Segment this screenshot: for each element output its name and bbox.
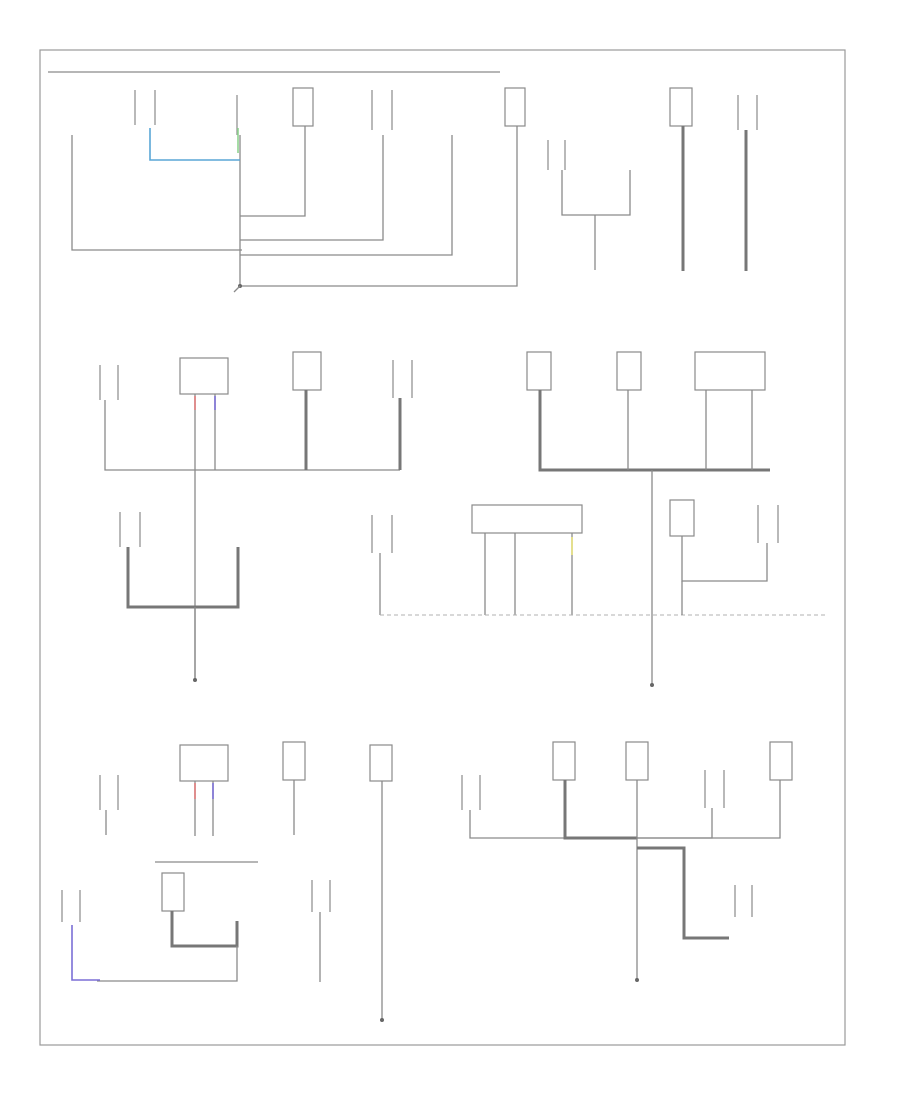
section-row-4-left	[61, 741, 393, 1022]
ground-symbol	[233, 285, 241, 293]
component-box	[369, 744, 393, 782]
ground-wire	[637, 780, 781, 839]
ground-wire-heavy	[538, 390, 770, 472]
wire-blue	[149, 128, 240, 161]
component-box	[504, 87, 526, 127]
ground-wire-heavy	[170, 911, 239, 948]
ground-wire	[104, 400, 400, 471]
component-box	[282, 741, 306, 781]
ground-wire	[71, 135, 242, 251]
component-box	[179, 357, 229, 395]
component-box	[552, 741, 576, 781]
section-row-2	[99, 351, 770, 680]
component-box	[526, 351, 552, 391]
component-box	[625, 741, 649, 781]
component-box	[292, 87, 314, 127]
ground-wire	[240, 135, 453, 256]
ground-point	[650, 683, 654, 687]
ground-wire-heavy	[563, 780, 637, 840]
wire-purple	[71, 925, 100, 981]
section-row-3	[119, 470, 825, 687]
ground-wire	[240, 126, 518, 287]
ground-wire	[561, 170, 631, 216]
component-box	[769, 741, 793, 781]
component-box	[694, 351, 766, 391]
component-box	[669, 499, 695, 537]
ground-wire-heavy	[637, 846, 729, 940]
diagram-frame	[39, 49, 846, 1046]
ground-wire	[240, 126, 306, 217]
component-box	[179, 744, 229, 782]
section-top-left	[71, 87, 758, 293]
ground-wire	[637, 808, 713, 839]
section-row-4-right	[461, 741, 793, 982]
ground-point	[635, 978, 639, 982]
component-box	[669, 87, 693, 127]
component-box	[616, 351, 642, 391]
ground-wire	[97, 946, 238, 982]
ground-point	[380, 1018, 384, 1022]
ground-wire-heavy	[126, 547, 240, 609]
ground-point	[193, 678, 197, 682]
ground-wire	[681, 536, 768, 582]
component-box	[292, 351, 322, 391]
ground-wire	[240, 135, 384, 241]
component-box	[471, 504, 583, 534]
component-box	[161, 872, 185, 912]
ground-wire	[469, 810, 638, 839]
